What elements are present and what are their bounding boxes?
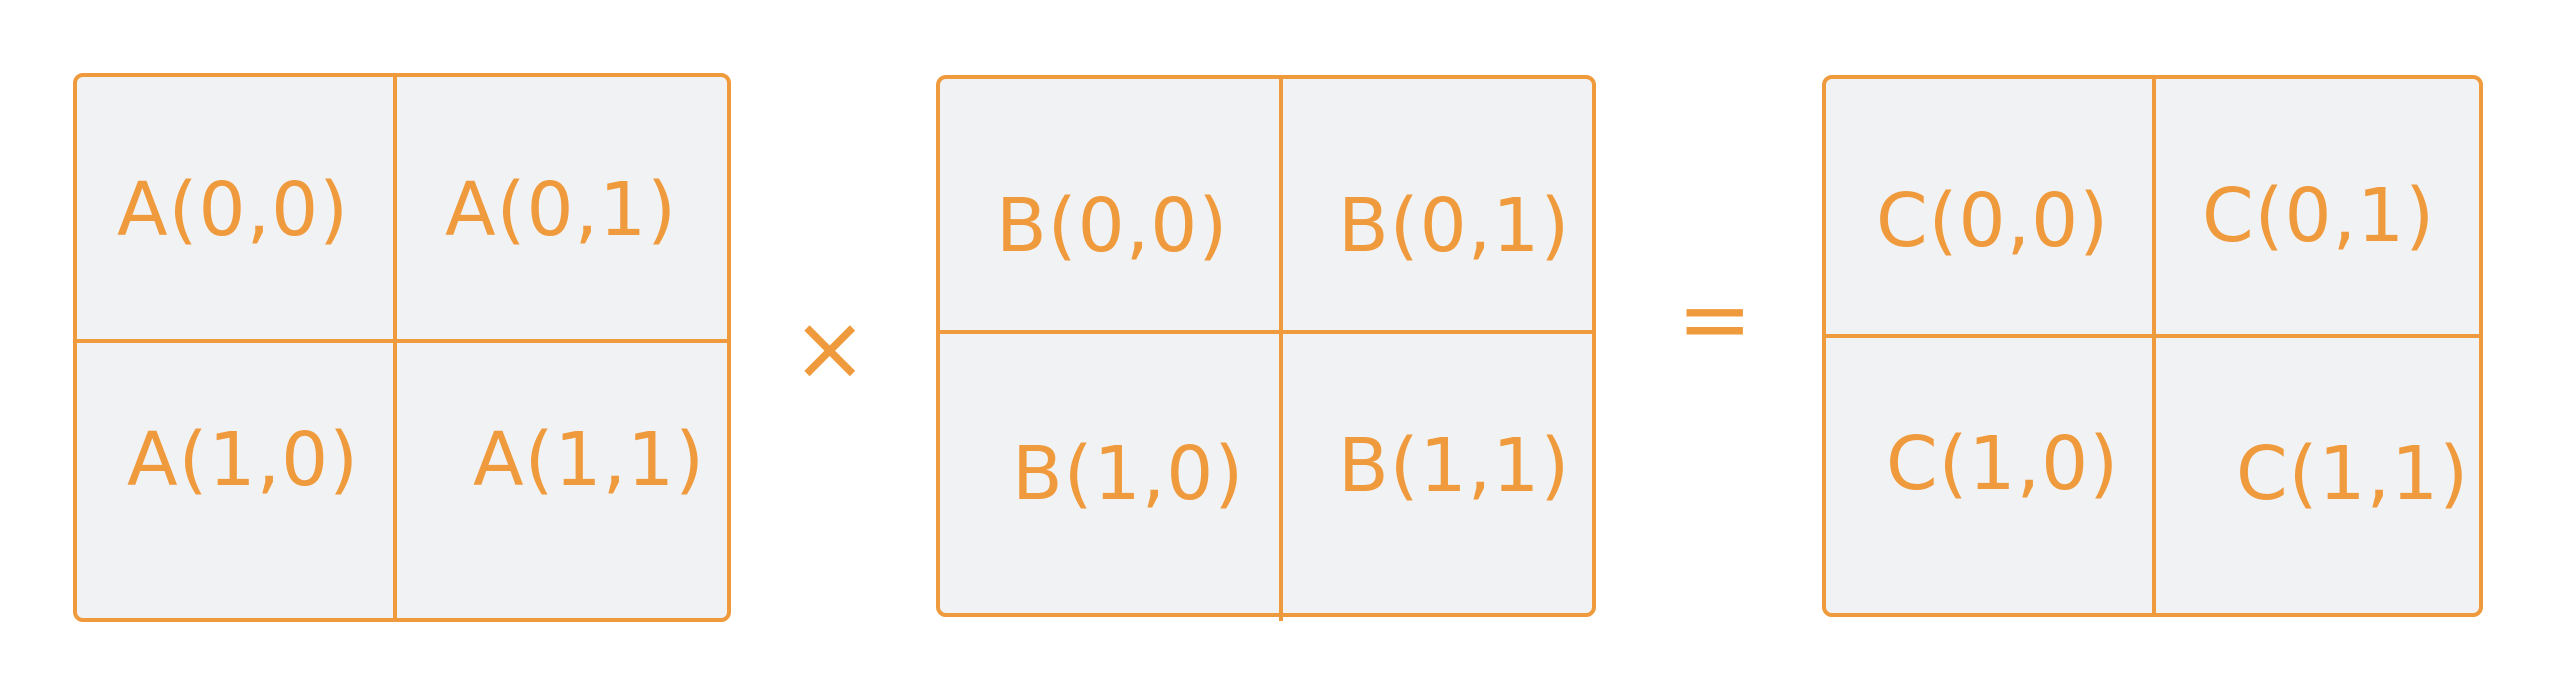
matrix-c-cell-0-1: C(0,1) — [2202, 173, 2436, 259]
matrix-c-column-divider — [2152, 79, 2156, 613]
matrix-b-cell-0-0: B(0,0) — [996, 183, 1229, 269]
multiply-operator: × — [792, 296, 868, 401]
matrix-b-column-divider — [1279, 79, 1283, 621]
matrix-b-cell-1-0: B(1,0) — [1012, 431, 1245, 517]
matrix-c-cell-0-0: C(0,0) — [1876, 178, 2110, 264]
matrix-b-cell-1-1: B(1,1) — [1338, 423, 1571, 509]
matrix-c: C(0,0) C(0,1) C(1,0) C(1,1) — [1822, 75, 2483, 617]
matrix-a-row-divider — [77, 339, 727, 343]
matrix-a-column-divider — [393, 77, 397, 618]
matrix-c-cell-1-0: C(1,0) — [1886, 421, 2120, 507]
matrix-a-cell-1-1: A(1,1) — [473, 417, 706, 503]
matrix-b-cell-0-1: B(0,1) — [1338, 183, 1571, 269]
matrix-b: B(0,0) B(0,1) B(1,0) B(1,1) — [936, 75, 1596, 621]
matrix-a-cell-0-0: A(0,0) — [117, 167, 350, 253]
matrix-a-cell-1-0: A(1,0) — [127, 417, 360, 503]
matrix-b-row-divider — [940, 330, 1592, 334]
matrix-c-cell-1-1: C(1,1) — [2236, 431, 2470, 517]
matrix-c-row-divider — [1826, 334, 2479, 338]
matrix-a-cell-0-1: A(0,1) — [445, 167, 678, 253]
matrix-a: A(0,0) A(0,1) A(1,0) A(1,1) — [73, 73, 731, 622]
equals-operator: = — [1677, 267, 1753, 372]
